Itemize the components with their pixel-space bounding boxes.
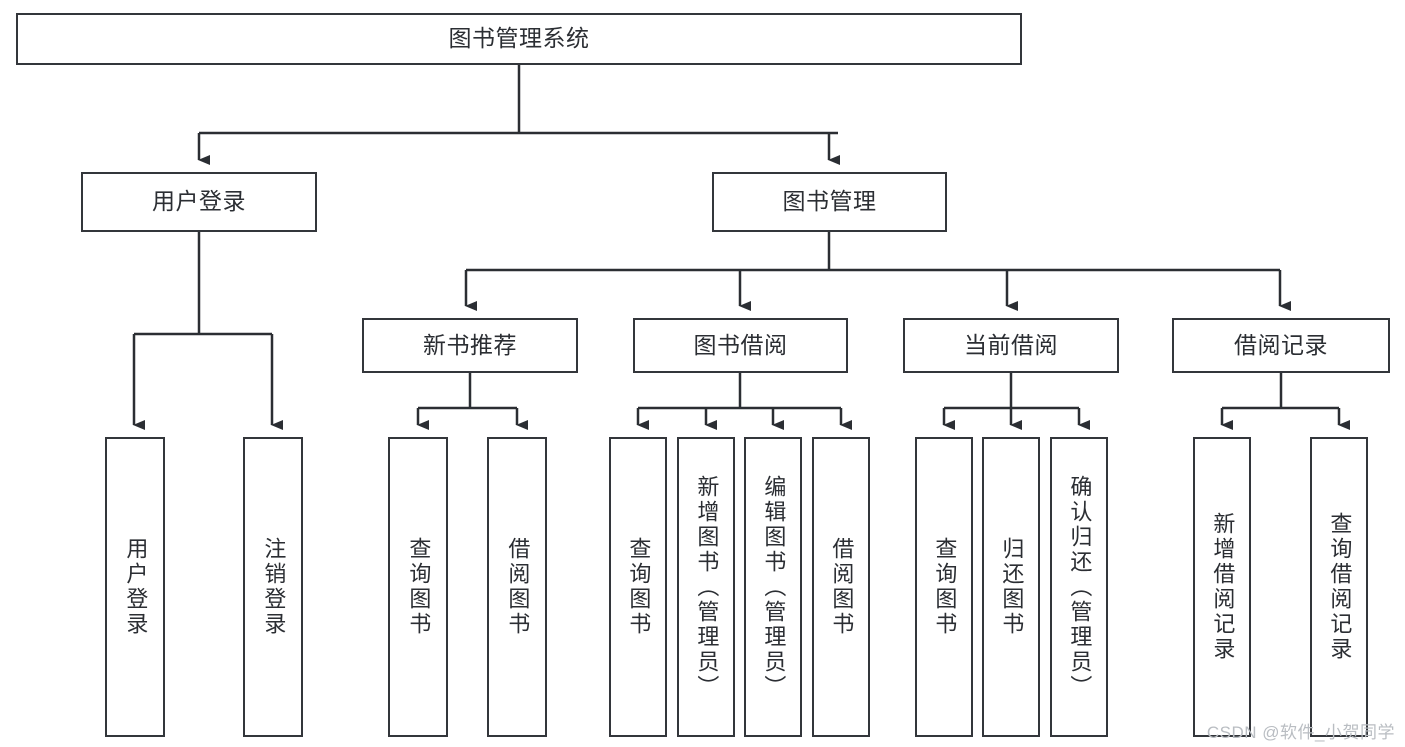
node-leaf-rec-borrow[interactable]: 借阅图书 <box>487 437 547 737</box>
node-leaf-bb-query-label: 查询图书 <box>626 537 652 637</box>
node-root[interactable]: 图书管理系统 <box>16 13 1022 65</box>
node-leaf-user-login-label: 用户登录 <box>123 537 149 637</box>
node-leaf-br-query[interactable]: 查询借阅记录 <box>1310 437 1368 737</box>
node-leaf-bb-edit[interactable]: 编辑图书（管理员） <box>744 437 802 737</box>
node-leaf-cb-return[interactable]: 归还图书 <box>982 437 1040 737</box>
node-leaf-cb-confirm[interactable]: 确认归还（管理员） <box>1050 437 1108 737</box>
node-leaf-cb-confirm-label: 确认归还（管理员） <box>1067 474 1093 700</box>
node-new-book-rec[interactable]: 新书推荐 <box>362 318 578 373</box>
node-leaf-logout[interactable]: 注销登录 <box>243 437 303 737</box>
node-leaf-cb-query-label: 查询图书 <box>932 537 958 637</box>
node-root-label: 图书管理系统 <box>448 25 590 52</box>
node-book-manage[interactable]: 图书管理 <box>712 172 947 232</box>
node-leaf-br-query-label: 查询借阅记录 <box>1327 512 1353 662</box>
node-leaf-bb-add-label: 新增图书（管理员） <box>694 474 720 700</box>
node-leaf-rec-query[interactable]: 查询图书 <box>388 437 448 737</box>
node-leaf-logout-label: 注销登录 <box>261 537 287 637</box>
node-user-login[interactable]: 用户登录 <box>81 172 317 232</box>
node-leaf-br-add[interactable]: 新增借阅记录 <box>1193 437 1251 737</box>
node-book-borrow-label: 图书借阅 <box>693 331 788 358</box>
node-leaf-bb-borrow-label: 借阅图书 <box>829 537 855 637</box>
node-leaf-bb-query[interactable]: 查询图书 <box>609 437 667 737</box>
node-leaf-cb-return-label: 归还图书 <box>999 537 1025 637</box>
node-user-login-label: 用户登录 <box>152 188 246 215</box>
node-current-borrow[interactable]: 当前借阅 <box>903 318 1119 373</box>
node-book-borrow[interactable]: 图书借阅 <box>633 318 848 373</box>
node-leaf-rec-borrow-label: 借阅图书 <box>505 537 531 637</box>
node-leaf-bb-borrow[interactable]: 借阅图书 <box>812 437 870 737</box>
node-new-book-rec-label: 新书推荐 <box>423 331 517 358</box>
node-leaf-br-add-label: 新增借阅记录 <box>1210 512 1236 662</box>
node-leaf-bb-edit-label: 编辑图书（管理员） <box>761 474 787 700</box>
node-current-borrow-label: 当前借阅 <box>964 331 1058 358</box>
node-borrow-record-label: 借阅记录 <box>1234 331 1328 358</box>
node-leaf-cb-query[interactable]: 查询图书 <box>915 437 973 737</box>
node-borrow-record[interactable]: 借阅记录 <box>1172 318 1390 373</box>
node-leaf-user-login[interactable]: 用户登录 <box>105 437 165 737</box>
node-leaf-bb-add[interactable]: 新增图书（管理员） <box>677 437 735 737</box>
watermark: CSDN @软件_小贺同学 <box>1206 723 1395 742</box>
node-book-manage-label: 图书管理 <box>782 188 877 215</box>
node-leaf-rec-query-label: 查询图书 <box>406 537 432 637</box>
